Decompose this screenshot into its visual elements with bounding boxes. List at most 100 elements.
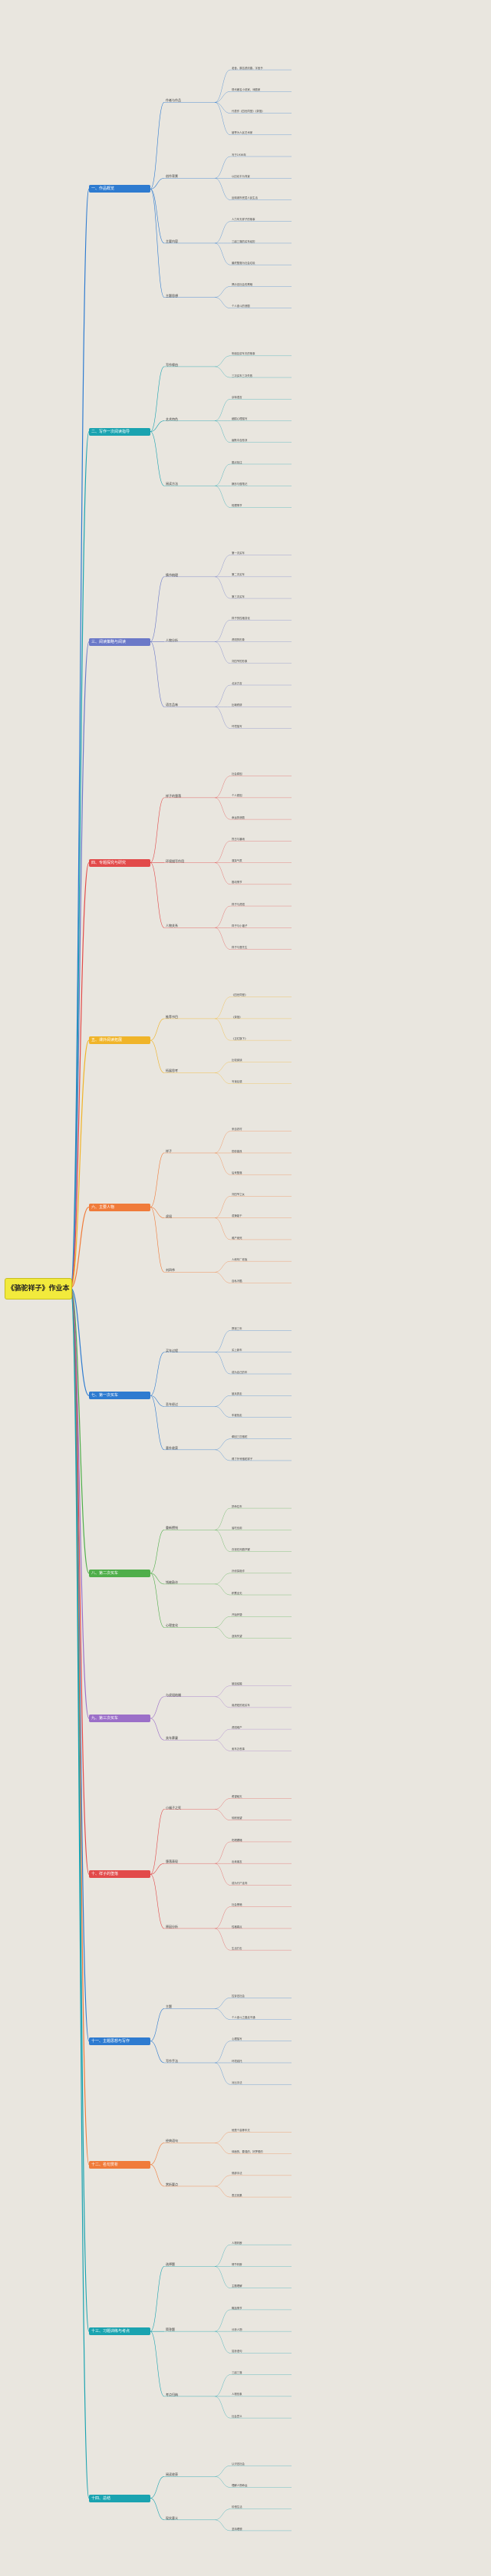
connector-line [150, 177, 165, 189]
leaf-label: 性格弱点 [232, 1925, 242, 1929]
connector-line [214, 2519, 231, 2532]
subtopic-label: 主要内容 [166, 239, 178, 243]
leaf-label: 细腻心理描写 [232, 417, 248, 421]
connector-line [150, 1395, 165, 1451]
root-topic: 《骆驼祥子》作业本 [5, 1278, 72, 1300]
subtopic-label: 阅读方法 [166, 482, 178, 486]
leaf-label: 泼辣能干 [232, 1214, 242, 1218]
subtopic-label: 现实意义 [166, 2515, 178, 2520]
subtopic-label: 创作背景 [166, 174, 178, 179]
connector-line [214, 707, 231, 729]
connector-line [214, 1728, 231, 1741]
subtopic-label: 简答题 [166, 2327, 175, 2332]
connector-line [150, 2498, 165, 2521]
subtopic-label: 人物关系 [166, 924, 178, 928]
leaf-label: 认识旧社会 [232, 2462, 245, 2466]
subtopic-label: 主题 [166, 2004, 172, 2009]
leaf-label: 北京方言 [232, 681, 242, 685]
leaf-label: 彻底绝望 [232, 1817, 242, 1820]
leaf-label: 现代著名小说家、戏剧家 [232, 87, 261, 91]
leaf-label: 得了外号骆驼祥子 [232, 1457, 253, 1461]
subtopic-label: 人物分析 [166, 637, 178, 642]
connector-line [214, 2062, 231, 2085]
leaf-label: 逐渐失望 [232, 1635, 242, 1639]
subtopic-label: 环境描写作用 [166, 858, 184, 863]
branch-topic: 十四、总结 [89, 2494, 150, 2502]
connector-line [150, 1530, 165, 1574]
connector-line [214, 102, 231, 114]
leaf-label: 幽默中含悲凉 [232, 439, 248, 443]
leaf-label: 车被抢走 [232, 1414, 242, 1418]
connector-line [214, 1449, 231, 1461]
leaf-label: 他是个高等车夫 [232, 2128, 250, 2132]
connector-line [150, 2331, 165, 2397]
connector-line [214, 1928, 231, 1951]
leaf-label: 被兵抓走 [232, 1392, 242, 1395]
leaf-label: 分析人物 [232, 2327, 242, 2331]
leaf-label: 省吃俭用 [232, 1526, 242, 1530]
connector-line [214, 797, 231, 820]
subtopic-label: 赏析要点 [166, 2182, 178, 2186]
connector-line [214, 1272, 231, 1283]
branch-topic: 三、阅读策略与阅读 [89, 637, 150, 646]
connector-line [214, 2266, 231, 2288]
connector-line [214, 927, 231, 950]
branch-topic: 四、专题探究与研究 [89, 858, 150, 867]
leaf-label: 被迫结婚 [232, 1682, 242, 1686]
leaf-label: 吃喝嫖赌 [232, 1838, 242, 1842]
connector-line [214, 1685, 231, 1697]
connector-line [214, 2143, 231, 2154]
branch-topic: 八、第二次买车 [89, 1569, 150, 1577]
connector-line [70, 1287, 90, 1719]
leaf-label: 勤劳善良 [232, 1149, 242, 1153]
connector-line [214, 91, 231, 103]
leaf-label: 代表作《四世同堂》《茶馆》 [232, 110, 265, 114]
subtopic-label: 作者与作品 [166, 98, 181, 103]
leaf-label: 《正红旗下》 [232, 1036, 248, 1040]
connector-line [214, 2331, 231, 2354]
leaf-label: 个人奋斗的悲剧 [232, 305, 250, 308]
leaf-label: 概括情节 [232, 2306, 242, 2310]
connector-line [150, 189, 165, 244]
connector-line [150, 366, 165, 432]
subtopic-label: 刘四爷 [166, 1268, 175, 1273]
leaf-label: 渲染气氛 [232, 859, 242, 863]
connector-line [150, 1207, 165, 1218]
branch-topic: 十三、习题训练与考点 [89, 2327, 150, 2336]
connector-line [150, 641, 165, 707]
connector-line [150, 2041, 165, 2064]
connector-line [214, 2466, 231, 2477]
connector-line [214, 2476, 231, 2488]
connector-line [214, 1352, 231, 1375]
leaf-label: 攒钱三年 [232, 1327, 242, 1331]
connector-line [214, 102, 231, 135]
subtopic-label: 买车过程 [166, 1348, 178, 1352]
subtopic-label: 祥子 [166, 1148, 172, 1153]
branch-topic: 十、祥子的堕落 [89, 1870, 150, 1879]
leaf-label: 虎妞难产 [232, 1725, 242, 1729]
connector-line [214, 420, 231, 443]
subtopic-label: 推荐书目 [166, 1014, 178, 1019]
leaf-label: 京味语言 [232, 395, 242, 399]
connector-line [214, 1072, 231, 1084]
branch-topic: 六、主要人物 [89, 1203, 150, 1211]
leaf-label: 对比手法 [232, 2080, 242, 2084]
connector-line [214, 576, 231, 599]
leaf-label: 《四世同堂》 [232, 993, 248, 997]
leaf-label: 个人原因 [232, 794, 242, 798]
connector-line [150, 2476, 165, 2499]
connector-line [214, 366, 231, 378]
subtopic-label: 重新攒钱 [166, 1526, 178, 1530]
subtopic-label: 语言品味 [166, 703, 178, 707]
leaf-label: 摘抄与做笔记 [232, 482, 248, 486]
connector-line [70, 1287, 90, 1875]
subtopic-label: 考点归纳 [166, 2392, 178, 2396]
connector-line [214, 1616, 231, 1628]
connector-line [70, 641, 90, 1289]
leaf-label: 主题理解 [232, 2284, 242, 2288]
connector-line [150, 1809, 165, 1875]
leaf-label: 修辞手法 [232, 2172, 242, 2176]
connector-line [150, 2164, 165, 2187]
leaf-label: 体面的、要强的、好梦想的 [232, 2150, 263, 2154]
